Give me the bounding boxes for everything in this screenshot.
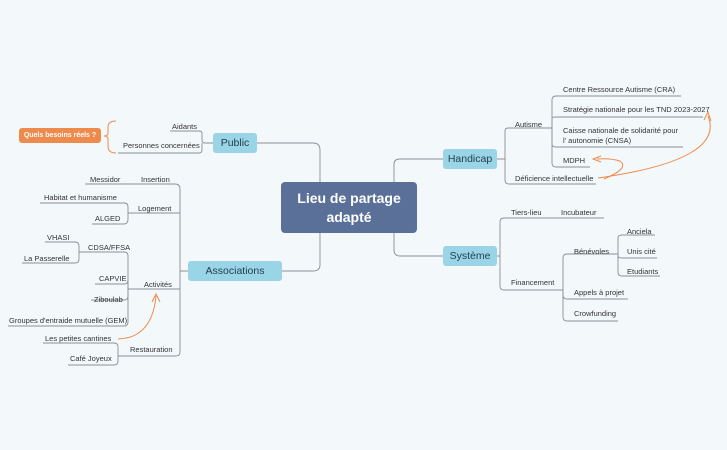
topic-appels-a-projet[interactable]: Appels à projet bbox=[574, 288, 625, 297]
topic-petites-cantines[interactable]: Les petites cantines bbox=[45, 334, 112, 343]
topic-crowfunding[interactable]: Crowfunding bbox=[574, 309, 617, 318]
callout-label[interactable]: Quels besoins réels ? bbox=[19, 128, 101, 143]
topic-anciela[interactable]: Anciela bbox=[627, 227, 652, 236]
topic-autisme[interactable]: Autisme bbox=[515, 120, 543, 129]
branch-systeme[interactable]: Système bbox=[443, 246, 497, 266]
topic-tiers-lieu[interactable]: Tiers-lieu bbox=[511, 208, 542, 217]
branch-handicap[interactable]: Handicap bbox=[443, 149, 497, 169]
topic-restauration[interactable]: Restauration bbox=[130, 345, 173, 354]
topic-alged[interactable]: ALGED bbox=[95, 214, 121, 223]
topic-etudiants[interactable]: Etudiants bbox=[627, 267, 659, 276]
topic-deficience-intellectuelle[interactable]: Déficience intellectuelle bbox=[515, 174, 594, 183]
topic-aidants[interactable]: Aidants bbox=[172, 122, 198, 131]
topic-insertion[interactable]: Insertion bbox=[141, 175, 170, 184]
topic-unis-cite[interactable]: Unis cité bbox=[627, 247, 656, 256]
topic-financement[interactable]: Financement bbox=[511, 278, 555, 287]
topic-capvie[interactable]: CAPVIE bbox=[99, 274, 127, 283]
topic-la-passerelle[interactable]: La Passerelle bbox=[24, 254, 70, 263]
topic-personnes-concernees[interactable]: Personnes concernées bbox=[123, 141, 200, 150]
topic-cra[interactable]: Centre Ressource Autisme (CRA) bbox=[563, 85, 676, 94]
topic-messidor[interactable]: Messidor bbox=[90, 175, 121, 184]
topic-incubateur[interactable]: Incubateur bbox=[561, 208, 597, 217]
branch-public[interactable]: Public bbox=[213, 133, 257, 153]
topic-cdsa-ffsa[interactable]: CDSA/FFSA bbox=[88, 243, 131, 252]
topic-activites[interactable]: Activités bbox=[144, 280, 172, 289]
topic-logement[interactable]: Logement bbox=[138, 204, 172, 213]
topic-ziboulab[interactable]: Ziboulab bbox=[94, 295, 123, 304]
topic-vhasi[interactable]: VHASI bbox=[47, 233, 70, 242]
topic-benevoles[interactable]: Bénévoles bbox=[574, 247, 610, 256]
branch-associations[interactable]: Associations bbox=[188, 261, 282, 281]
topic-strategie-tnd[interactable]: Stratégie nationale pour les TND 2023-20… bbox=[563, 105, 710, 114]
topic-gem[interactable]: Groupes d'entraide mutuelle (GEM) bbox=[9, 316, 128, 325]
topic-cafe-joyeux[interactable]: Café Joyeux bbox=[70, 354, 112, 363]
topic-cnsa[interactable]: Caisse nationale de solidarité pour l' a… bbox=[563, 126, 679, 145]
topic-habitat-humanisme[interactable]: Habitat et humanisme bbox=[44, 193, 117, 202]
topic-mdph[interactable]: MDPH bbox=[563, 156, 586, 165]
central-topic[interactable]: Lieu de partage adapté bbox=[281, 182, 417, 233]
